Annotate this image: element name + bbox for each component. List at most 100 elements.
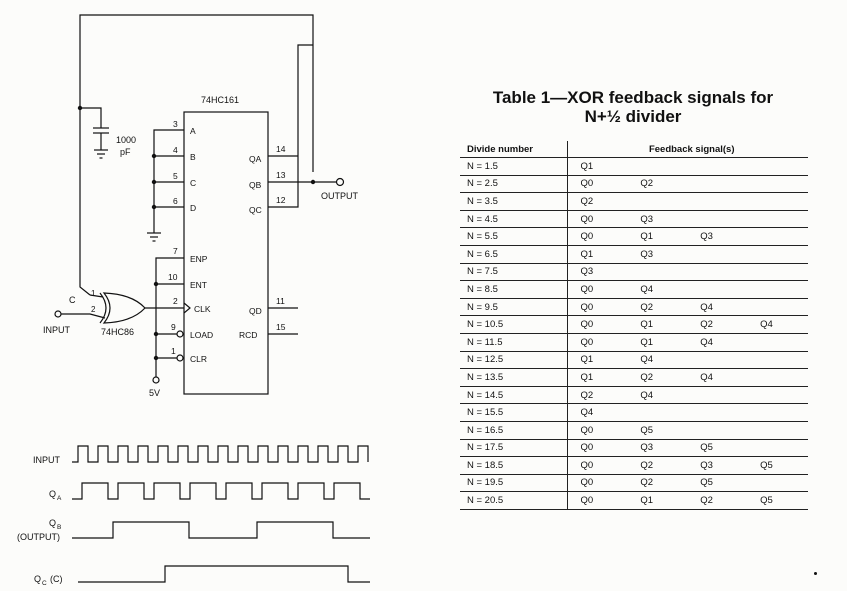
table-title-line-1: Table 1—XOR feedback signals for xyxy=(492,88,774,107)
divide-number-cell: N = 15.5 xyxy=(460,403,569,422)
feedback-signal-cell: Q1 xyxy=(567,368,629,387)
feedback-signal-cell: Q2 xyxy=(567,386,629,405)
capacitor-unit: pF xyxy=(120,147,131,157)
input-label: INPUT xyxy=(43,325,71,335)
feedback-signal-cell: Q2 xyxy=(628,368,689,387)
feedback-signal-cell: Q4 xyxy=(748,315,808,334)
pin-name: D xyxy=(190,203,196,213)
pin-name: ENP xyxy=(190,254,208,264)
feedback-signal-cell: Q0 xyxy=(567,421,629,440)
table-title-line-2: N+½ divider xyxy=(584,107,682,126)
feedback-signal-cell xyxy=(688,280,749,299)
supply-bus xyxy=(155,257,184,377)
pin-number: 9 xyxy=(171,322,176,332)
pin-number: 11 xyxy=(276,296,285,306)
feedback-signal-cell xyxy=(748,245,808,264)
xor-pin-2: 2 xyxy=(91,305,96,314)
feedback-signal-cell xyxy=(748,210,808,229)
feedback-signal-cell xyxy=(748,263,808,282)
feedback-signal-cell: Q1 xyxy=(628,491,689,510)
feedback-signal-cell: Q5 xyxy=(628,421,689,440)
input-wire xyxy=(61,313,106,319)
feedback-table: Divide number Feedback signal(s) N = 1.5… xyxy=(460,141,808,510)
feedback-signal-cell: Q5 xyxy=(748,491,808,510)
timing-label-qb-output: (OUTPUT) xyxy=(17,532,60,542)
feedback-signal-cell: Q4 xyxy=(567,403,629,422)
divide-number-cell: N = 14.5 xyxy=(460,386,569,405)
divide-number-cell: N = 19.5 xyxy=(460,474,569,493)
timing-label-qa: Q xyxy=(49,489,56,499)
pin-number: 13 xyxy=(276,170,286,180)
timing-label-qc-sub: C xyxy=(42,580,47,587)
pin-number: 15 xyxy=(276,322,286,332)
feedback-signal-cell: Q1 xyxy=(567,351,629,370)
divide-number-cell: N = 12.5 xyxy=(460,351,569,370)
xor-pin-1: 1 xyxy=(91,289,96,298)
divide-number-cell: N = 1.5 xyxy=(460,157,569,176)
timing-label-qb-sub: B xyxy=(57,524,61,531)
feedback-signal-cell: Q2 xyxy=(628,474,689,493)
pin-number: 6 xyxy=(173,196,178,206)
pin-name: CLK xyxy=(194,304,211,314)
feedback-signal-cell: Q2 xyxy=(628,175,689,194)
pin-number: 2 xyxy=(173,296,178,306)
feedback-signal-cell: Q4 xyxy=(628,280,689,299)
timing-label-qc: Q xyxy=(34,574,41,584)
feedback-signal-cell: Q0 xyxy=(567,491,629,510)
feedback-signal-cell: Q1 xyxy=(567,245,629,264)
feedback-signal-cell xyxy=(688,245,749,264)
qc-feedback-wire xyxy=(268,44,313,208)
feedback-signal-cell: Q4 xyxy=(688,333,749,352)
divide-number-cell: N = 4.5 xyxy=(460,210,569,229)
qc-waveform xyxy=(78,565,370,583)
pin-number: 4 xyxy=(173,145,178,155)
divide-number-cell: N = 3.5 xyxy=(460,192,569,211)
feedback-signal-cell xyxy=(688,175,749,194)
pin-number: 12 xyxy=(276,195,286,205)
feedback-signal-cell: Q5 xyxy=(748,456,808,475)
feedback-signal-cell: Q1 xyxy=(567,157,629,176)
feedback-signal-cell xyxy=(628,403,689,422)
header-feedback-signals: Feedback signal(s) xyxy=(567,141,808,158)
net-label-c: C xyxy=(69,295,76,305)
pin-number: 7 xyxy=(173,246,178,256)
feedback-signal-cell xyxy=(688,421,749,440)
divide-number-cell: N = 17.5 xyxy=(460,439,569,458)
feedback-signal-cell xyxy=(748,175,808,194)
feedback-signal-cell xyxy=(748,280,808,299)
feedback-signal-cell xyxy=(628,192,689,211)
clock-triangle xyxy=(183,302,191,314)
page-speck xyxy=(814,572,817,575)
capacitor-wire xyxy=(80,107,102,128)
feedback-signal-cell: Q2 xyxy=(628,456,689,475)
pin-name: CLR xyxy=(190,354,207,364)
feedback-signal-cell: Q0 xyxy=(567,227,629,246)
feedback-signal-cell xyxy=(748,439,808,458)
feedback-signal-cell xyxy=(748,386,808,405)
divide-number-cell: N = 2.5 xyxy=(460,175,569,194)
pin-number: 5 xyxy=(173,171,178,181)
circuit-schematic: 74HC161 74HC86 1000 pF C INPUT OUTPUT 5V… xyxy=(17,14,370,587)
divide-number-cell: N = 7.5 xyxy=(460,263,569,282)
feedback-signal-cell: Q2 xyxy=(688,315,749,334)
load-inversion-bubble xyxy=(176,330,184,338)
timing-label-qc-extra: (C) xyxy=(50,574,63,584)
feedback-signal-cell xyxy=(748,157,808,176)
feedback-signal-cell: Q1 xyxy=(628,333,689,352)
divide-number-cell: N = 11.5 xyxy=(460,333,569,352)
